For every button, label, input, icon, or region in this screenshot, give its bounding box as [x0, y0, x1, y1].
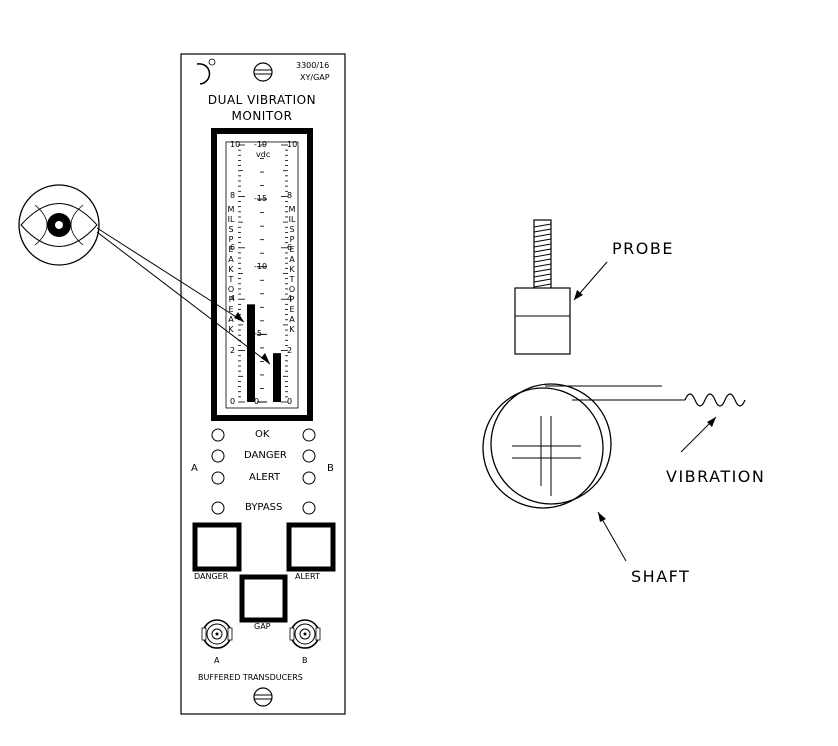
- meter-left-tick-label: 10: [230, 140, 241, 149]
- probe-thread-line: [533, 228, 552, 233]
- meter-center-tick-label: 0: [254, 397, 260, 406]
- probe-pointer: [573, 261, 608, 301]
- alert-button[interactable]: [286, 522, 336, 572]
- probe-thread-line: [533, 273, 552, 278]
- led-label-alert: ALERT: [249, 472, 281, 483]
- probe-thread-line: [533, 233, 552, 238]
- meter-left-tick-label: 0: [230, 397, 236, 406]
- meter-center-tick-label: -19: [254, 140, 268, 149]
- led-alert-a: [211, 471, 225, 485]
- meter-center-tick-label: -5: [254, 329, 262, 339]
- meter-left-tick-label: 8: [230, 191, 236, 201]
- shaft-icon: [482, 383, 612, 509]
- meter-center-tick-label: -10: [254, 261, 268, 271]
- led-ok-b: [302, 428, 316, 442]
- top-screw-icon: [253, 62, 273, 82]
- connector-a-label: A: [214, 656, 220, 665]
- meter-bar-channel-b: [273, 353, 281, 402]
- meter-bars: [247, 304, 281, 402]
- led-label-danger: DANGER: [244, 450, 287, 461]
- vibration-label: VIBRATION: [666, 467, 766, 486]
- shaft-label: SHAFT: [631, 567, 691, 586]
- meter-right-tick-label: 8: [287, 191, 293, 201]
- meter-left-tick-label: 4: [230, 294, 236, 304]
- connectors-footer: BUFFERED TRANSDUCERS: [198, 673, 303, 682]
- meter-window: [211, 128, 313, 421]
- connector-b-label: B: [302, 656, 308, 665]
- meter-right-tick-label: 6: [287, 242, 293, 252]
- model-number: 3300/16: [296, 61, 330, 70]
- vibration-pointer: [680, 416, 717, 453]
- channel-b-label: B: [327, 463, 334, 474]
- panel-title-line1: DUAL VIBRATION: [207, 93, 317, 107]
- probe-thread-line: [533, 258, 552, 263]
- shaft-pointer: [597, 511, 627, 562]
- led-bypass-a: [211, 501, 225, 515]
- led-group: [211, 428, 316, 515]
- meter-ticks: [238, 144, 288, 403]
- meter-right-tick-label: 10: [287, 140, 298, 149]
- model-type: XY/GAP: [300, 73, 330, 82]
- meter-center-tick-label: -15: [254, 194, 268, 204]
- led-bypass-b: [302, 501, 316, 515]
- meter-left-tick-label: 6: [230, 242, 236, 252]
- probe-thread-line: [533, 238, 552, 243]
- probe-thread-line: [533, 278, 552, 283]
- probe-thread-line: [533, 248, 552, 253]
- sight-lines: [96, 227, 271, 365]
- probe-thread-line: [533, 223, 552, 228]
- meter-left-scale-label: MILS PEAK TO PEAK: [227, 205, 235, 334]
- led-danger-a: [211, 449, 225, 463]
- meter-bar-channel-a: [247, 304, 255, 402]
- connector-b-icon[interactable]: [289, 619, 321, 649]
- connector-a-icon[interactable]: [201, 619, 233, 649]
- led-alert-b: [302, 471, 316, 485]
- probe-icon: [514, 219, 571, 355]
- probe-thread-line: [533, 243, 552, 248]
- meter-left-tick-label: 2: [230, 345, 236, 355]
- logo-icon: [196, 58, 216, 85]
- meter-right-tick-label: 2: [287, 345, 293, 355]
- channel-a-label: A: [191, 463, 198, 474]
- gap-button[interactable]: [239, 574, 288, 623]
- probe-thread-line: [533, 253, 552, 258]
- monitor-panel-outline: [180, 53, 346, 715]
- eye-icon: [18, 184, 100, 266]
- led-label-ok: OK: [255, 429, 270, 440]
- alert-button-label: ALERT: [295, 572, 320, 581]
- led-danger-b: [302, 449, 316, 463]
- probe-thread-line: [533, 268, 552, 273]
- meter-center-unit: vdc: [256, 150, 271, 159]
- probe-label: PROBE: [612, 239, 674, 258]
- probe-thread-line: [533, 283, 552, 288]
- danger-button[interactable]: [192, 522, 242, 572]
- vibration-wave: [545, 385, 746, 407]
- probe-thread-line: [533, 263, 552, 268]
- meter-right-scale-label: MILS PEAK TO PEAK: [288, 205, 296, 334]
- led-label-bypass: BYPASS: [245, 502, 283, 513]
- panel-title-line2: MONITOR: [231, 109, 293, 123]
- led-ok-a: [211, 428, 225, 442]
- meter-right-tick-label: 4: [287, 294, 293, 304]
- danger-button-label: DANGER: [194, 572, 229, 581]
- bottom-screw-icon: [253, 687, 273, 707]
- gap-button-label: GAP: [254, 622, 271, 631]
- meter-right-tick-label: 0: [287, 397, 293, 406]
